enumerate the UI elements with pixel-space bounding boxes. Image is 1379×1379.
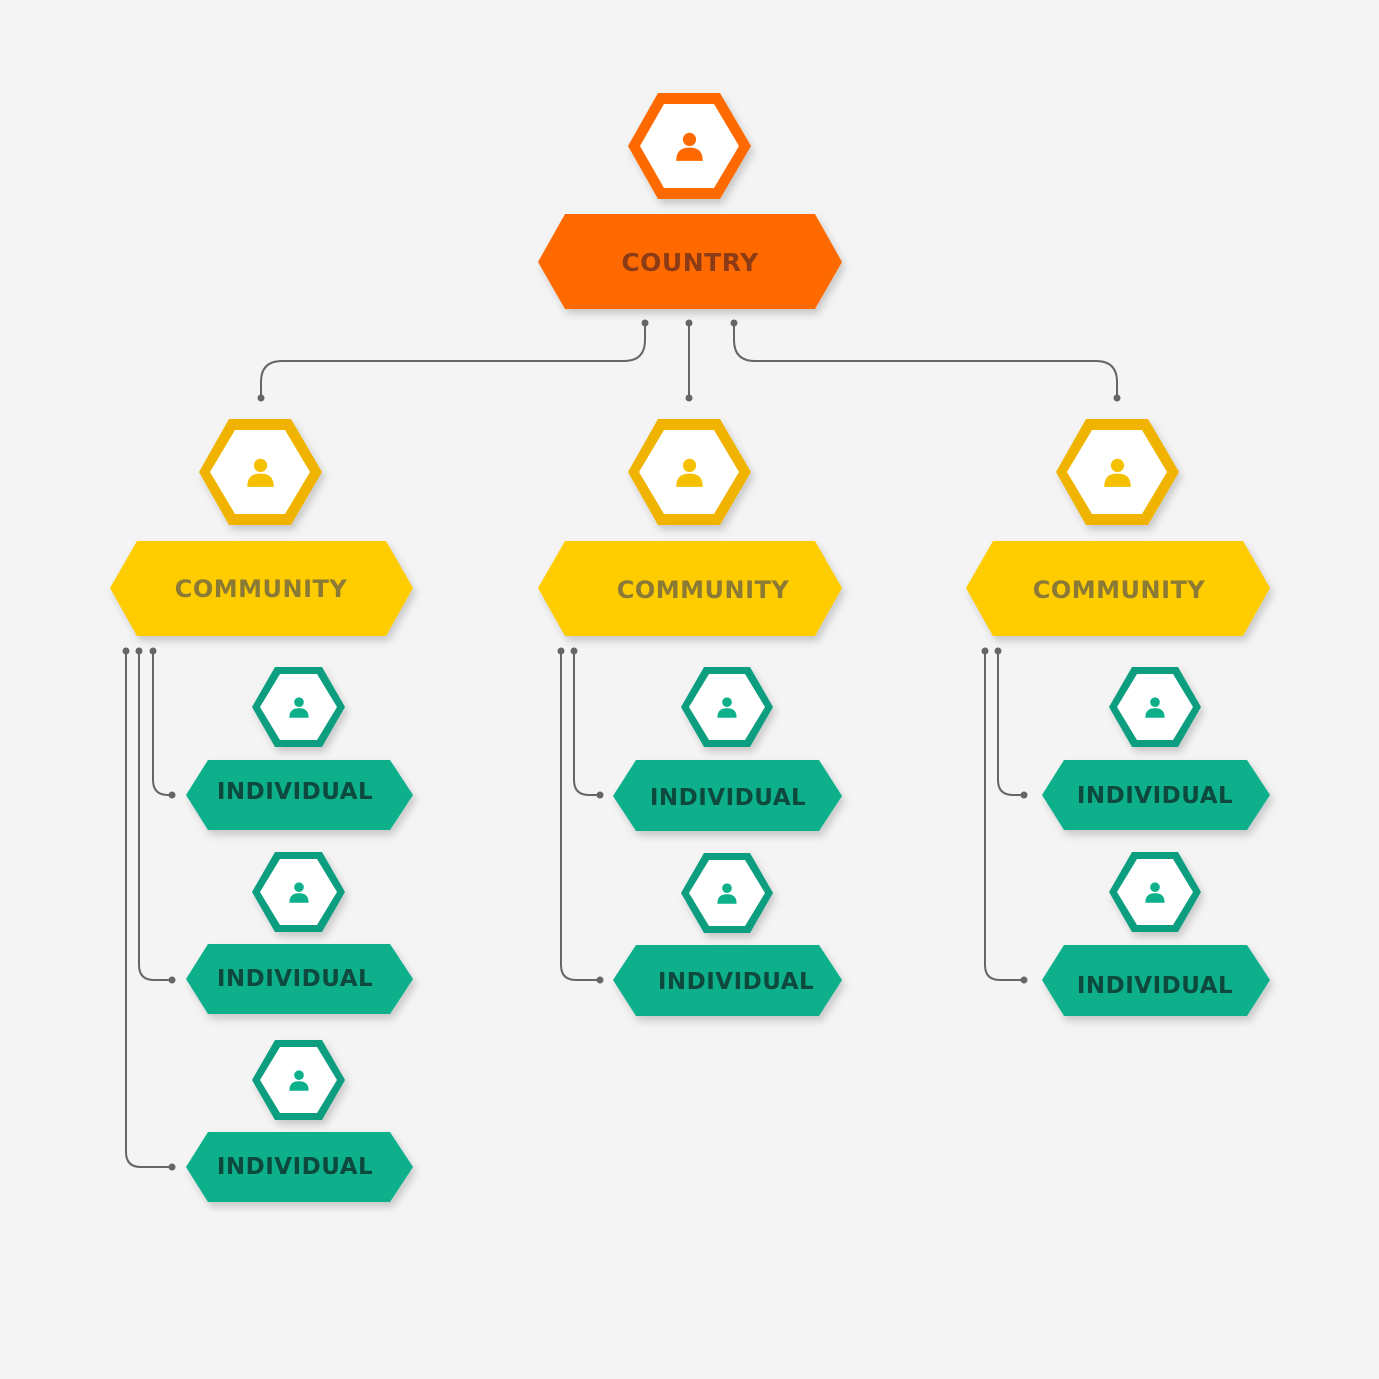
community-icon-hexagon bbox=[199, 419, 322, 525]
individual-node: INDIVIDUAL bbox=[186, 852, 413, 1014]
individual-label: INDIVIDUAL bbox=[217, 779, 373, 805]
connector-dots bbox=[122, 319, 1121, 1171]
community-label: COMMUNITY bbox=[175, 575, 348, 603]
individual-banner: INDIVIDUAL bbox=[1042, 945, 1270, 1016]
individual-banner: INDIVIDUAL bbox=[186, 1132, 413, 1202]
connector-community-1-individual-3 bbox=[125, 651, 172, 1168]
individual-label: INDIVIDUAL bbox=[217, 966, 373, 992]
individual-icon-hexagon bbox=[252, 1040, 345, 1120]
individual-icon-hexagon bbox=[1109, 667, 1201, 747]
community-banner: COMMUNITY bbox=[110, 541, 413, 636]
individual-banner: INDIVIDUAL bbox=[186, 944, 413, 1014]
community-banner: COMMUNITY bbox=[538, 541, 842, 636]
community-node-3: COMMUNITY bbox=[966, 419, 1270, 636]
individual-icon-hexagon bbox=[681, 667, 773, 747]
individual-label: INDIVIDUAL bbox=[217, 1154, 373, 1180]
connector-community-3-individual-1 bbox=[997, 651, 1024, 796]
community-node-1: COMMUNITY bbox=[110, 419, 413, 636]
country-icon-hexagon bbox=[628, 93, 751, 199]
connector-community-2-individual-2 bbox=[560, 651, 600, 981]
connector-community-2-individual-1 bbox=[573, 651, 600, 796]
community-label: COMMUNITY bbox=[1033, 576, 1206, 604]
connector-community-1-individual-1 bbox=[152, 651, 172, 796]
connector-community-3-individual-2 bbox=[984, 651, 1024, 981]
individual-label: INDIVIDUAL bbox=[650, 785, 806, 811]
individual-banner: INDIVIDUAL bbox=[1042, 760, 1270, 830]
connector-country-community-1 bbox=[260, 323, 646, 398]
community-banner: COMMUNITY bbox=[966, 541, 1270, 636]
individual-node: INDIVIDUAL bbox=[1042, 852, 1270, 1016]
individual-node: INDIVIDUAL bbox=[186, 1040, 413, 1202]
country-node: COUNTRY bbox=[538, 93, 842, 309]
individual-banner: INDIVIDUAL bbox=[613, 760, 842, 831]
community-icon-hexagon bbox=[1056, 419, 1179, 525]
country-banner: COUNTRY bbox=[538, 214, 842, 309]
individual-icon-hexagon bbox=[1109, 852, 1201, 932]
individual-node: INDIVIDUAL bbox=[1042, 667, 1270, 830]
individual-node: INDIVIDUAL bbox=[613, 667, 842, 831]
individual-banner: INDIVIDUAL bbox=[613, 945, 842, 1016]
individual-icon-hexagon bbox=[252, 852, 345, 932]
country-label: COUNTRY bbox=[621, 248, 759, 277]
community-icon-hexagon bbox=[628, 419, 751, 525]
connector-community-1-individual-2 bbox=[138, 651, 172, 981]
connector-country-community-3 bbox=[733, 323, 1118, 398]
individual-banner: INDIVIDUAL bbox=[186, 760, 413, 830]
community-node-2: COMMUNITY bbox=[538, 419, 842, 636]
individual-icon-hexagon bbox=[681, 853, 773, 933]
individual-node: INDIVIDUAL bbox=[186, 667, 413, 830]
individual-label: INDIVIDUAL bbox=[1077, 973, 1233, 999]
community-label: COMMUNITY bbox=[617, 576, 790, 604]
individual-node: INDIVIDUAL bbox=[613, 853, 842, 1016]
individual-label: INDIVIDUAL bbox=[658, 969, 814, 995]
individual-label: INDIVIDUAL bbox=[1077, 783, 1233, 809]
individual-icon-hexagon bbox=[252, 667, 345, 747]
connectors bbox=[125, 323, 1118, 1168]
